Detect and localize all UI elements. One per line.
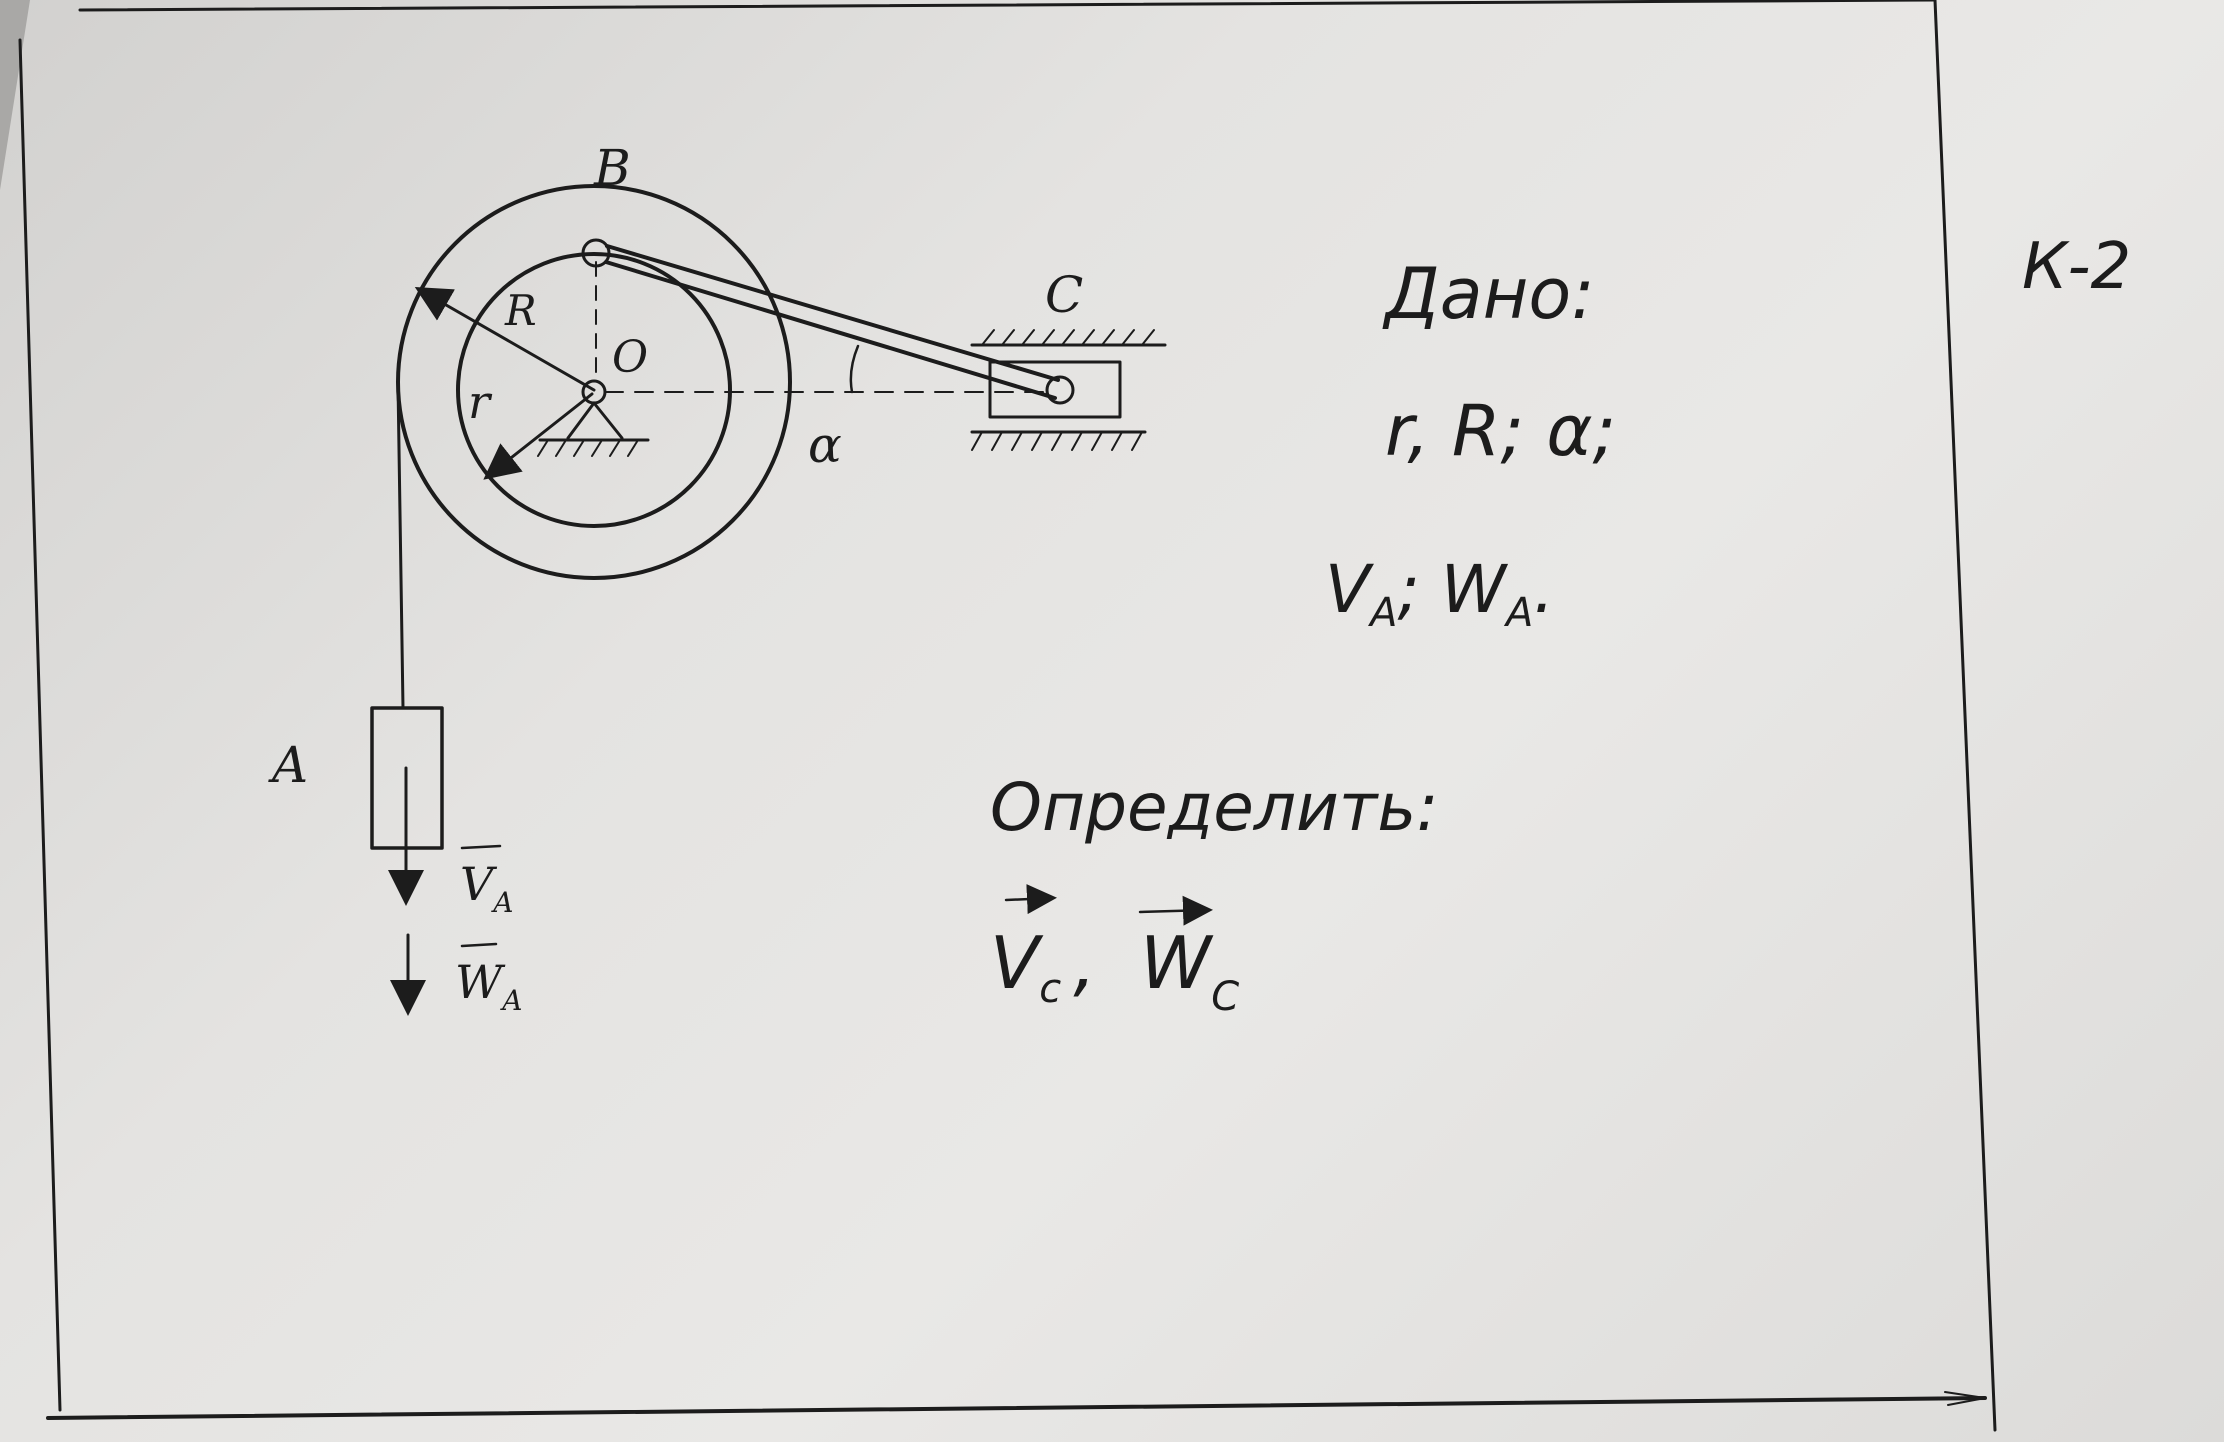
rod-bc-top: [605, 244, 1060, 382]
accel-a-overbar: [460, 942, 498, 948]
outer-wheel: [396, 184, 792, 580]
problem-id: К-2: [2022, 230, 2131, 304]
guide-bottom-hatch: [971, 431, 1143, 451]
label-point-b: B: [593, 139, 631, 197]
given-quantities: VA; WA.: [1325, 551, 1554, 636]
frame-bottom-arrow: [1944, 1391, 1986, 1406]
label-accel-a: WA: [455, 955, 523, 1017]
radius-r-big-arrow: [414, 287, 596, 392]
given-params: r, R; α;: [1385, 390, 1616, 472]
find-heading: Определить:: [990, 769, 1439, 846]
label-radius-small: r: [468, 375, 493, 429]
angle-arc: [849, 344, 860, 394]
frame-left-line: [18, 38, 62, 1412]
given-heading: Дано:: [1382, 253, 1595, 335]
frame-bottom-line: [46, 1396, 1987, 1420]
rod-bc-bottom: [604, 260, 1057, 400]
find-accel-c: WC: [1140, 921, 1239, 1020]
label-radius-big: R: [504, 286, 537, 335]
paper-fold: [0, 0, 30, 190]
slider-c: [988, 360, 1122, 419]
accel-c-vector-arrow: [1138, 895, 1213, 926]
rope: [396, 382, 405, 710]
find-velocity-c: Vc,: [990, 921, 1096, 1012]
label-angle: α: [808, 416, 842, 474]
frame-right-line: [1933, 0, 1997, 1432]
label-velocity-a: VA: [460, 857, 513, 919]
joint-b: [581, 238, 611, 268]
label-point-a: A: [268, 736, 308, 794]
pivot-ground-hatch: [537, 439, 639, 457]
pivot-support: [566, 401, 624, 440]
joint-c: [1045, 375, 1075, 405]
velocity-c-vector-arrow: [1004, 884, 1057, 915]
velocity-a-overbar: [460, 844, 502, 850]
radius-r-small-arrow: [483, 392, 594, 480]
guide-top-hatch: [981, 329, 1155, 346]
frame-top-line: [78, 0, 1937, 12]
label-point-c: C: [1045, 266, 1083, 324]
label-point-o: O: [612, 332, 648, 383]
inner-wheel: [456, 252, 732, 528]
